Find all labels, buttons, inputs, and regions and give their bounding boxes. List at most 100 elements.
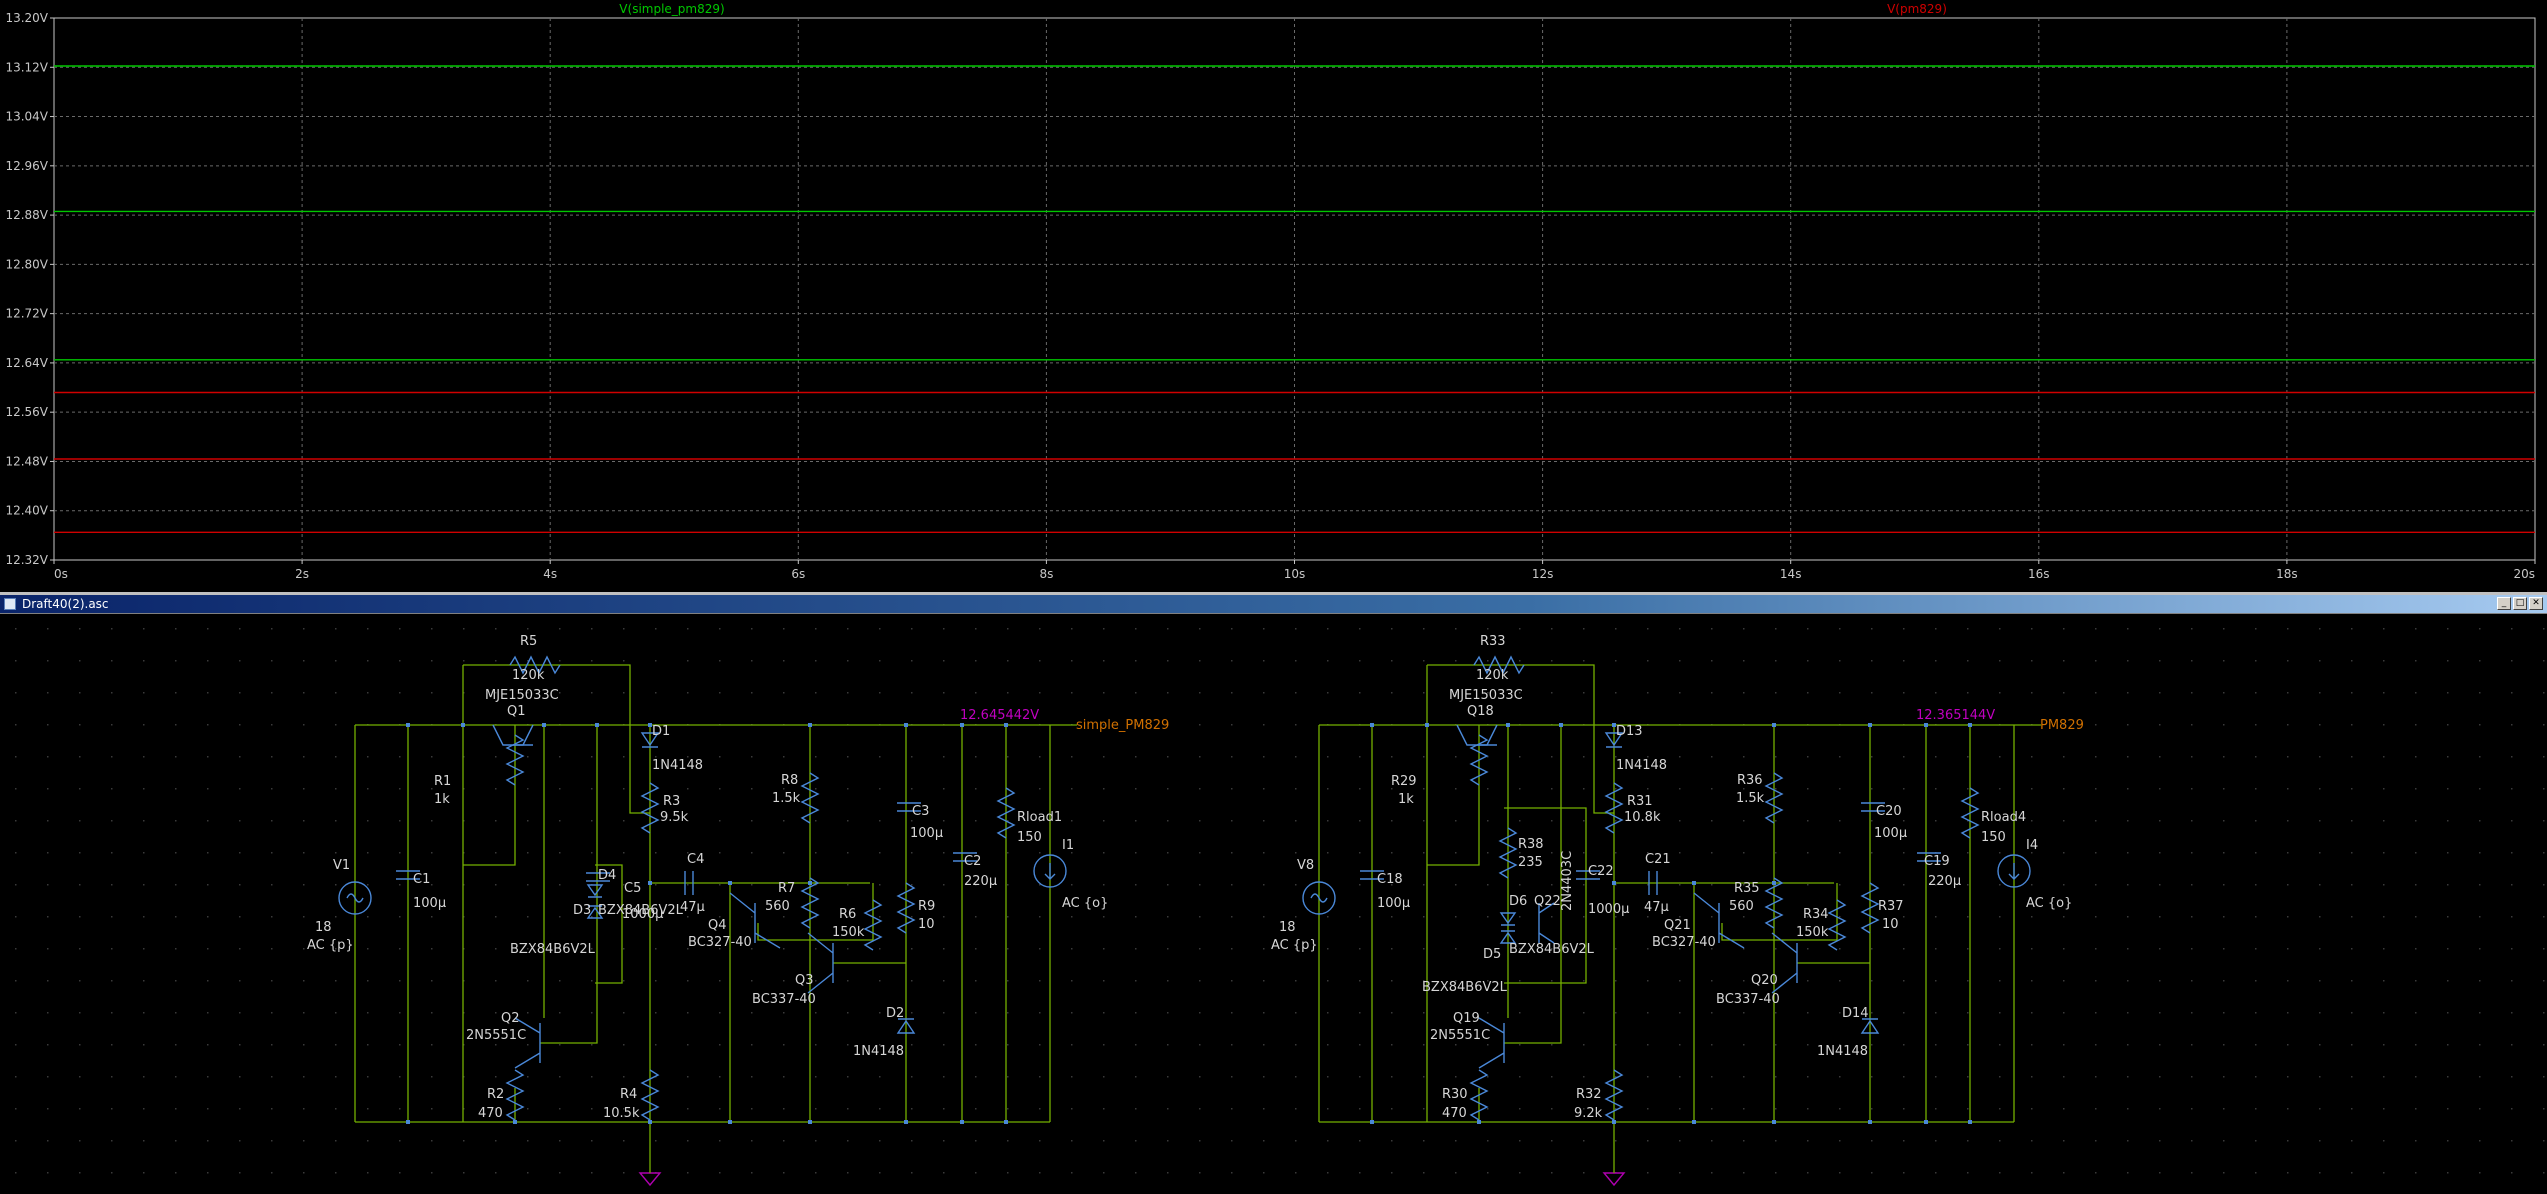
label-c1[interactable]: C1 xyxy=(413,872,430,887)
label-r36[interactable]: R36 xyxy=(1737,773,1763,788)
close-button[interactable]: ✕ xyxy=(2529,597,2543,610)
label-d5-type[interactable]: BZX84B6V2L xyxy=(1422,980,1508,995)
label-r7[interactable]: R7 xyxy=(778,881,795,896)
voltage-label-pm829[interactable]: 12.365144V xyxy=(1916,708,1995,723)
value-c1[interactable]: 100µ xyxy=(413,896,446,911)
value-c2[interactable]: 220µ xyxy=(964,874,997,889)
value-c22[interactable]: 1000µ xyxy=(1588,902,1629,917)
label-v8-ac[interactable]: AC {p} xyxy=(1271,938,1318,953)
label-r32[interactable]: R32 xyxy=(1576,1087,1602,1102)
circuit-pm829[interactable]: R33 120k MJE15033C Q18 R29 1k D13 1N4148… xyxy=(1271,634,2084,1187)
value-r9[interactable]: 10 xyxy=(918,917,935,932)
label-c21[interactable]: C21 xyxy=(1645,852,1671,867)
label-v1[interactable]: V1 xyxy=(333,858,350,873)
value-r35[interactable]: 560 xyxy=(1729,899,1754,914)
label-c4[interactable]: C4 xyxy=(687,852,704,867)
value-r38[interactable]: 235 xyxy=(1518,855,1543,870)
minimize-button[interactable]: _ xyxy=(2497,597,2511,610)
label-c5[interactable]: C5 xyxy=(624,881,641,896)
label-d2[interactable]: D2 xyxy=(886,1006,904,1021)
label-d3[interactable]: D3 xyxy=(573,903,591,918)
label-d5[interactable]: D5 xyxy=(1483,947,1501,962)
value-r30[interactable]: 470 xyxy=(1442,1106,1467,1121)
label-v1-ac[interactable]: AC {p} xyxy=(307,938,354,953)
label-q19-type[interactable]: 2N5551C xyxy=(1430,1028,1490,1043)
value-r3[interactable]: 9.5k xyxy=(660,810,689,825)
value-r32[interactable]: 9.2k xyxy=(1574,1106,1603,1121)
label-q4[interactable]: Q4 xyxy=(708,918,727,933)
net-label-pm829[interactable]: PM829 xyxy=(2040,718,2084,733)
value-r31[interactable]: 10.8k xyxy=(1624,810,1661,825)
label-r31[interactable]: R31 xyxy=(1627,794,1653,809)
label-v8[interactable]: V8 xyxy=(1297,858,1314,873)
schematic-window[interactable]: Draft40(2).asc _ □ ✕ xyxy=(0,595,2547,1194)
schematic-canvas[interactable]: R5 120k MJE15033C Q1 R1 1k D1 1N4148 V1 … xyxy=(0,613,2547,1194)
label-d14[interactable]: D14 xyxy=(1842,1006,1869,1021)
value-r34[interactable]: 150k xyxy=(1796,925,1829,940)
label-d1-type[interactable]: 1N4148 xyxy=(652,758,703,773)
label-d1[interactable]: D1 xyxy=(652,724,670,739)
label-c22[interactable]: C22 xyxy=(1588,864,1614,879)
schematic-title-bar[interactable]: Draft40(2).asc _ □ ✕ xyxy=(0,595,2547,614)
label-d6-type[interactable]: BZX84B6V2L xyxy=(1509,942,1595,957)
label-d4-type[interactable]: BZX84B6V2L xyxy=(598,903,684,918)
label-c20[interactable]: C20 xyxy=(1876,804,1902,819)
label-r34[interactable]: R34 xyxy=(1803,907,1829,922)
label-rload4[interactable]: Rload4 xyxy=(1981,810,2026,825)
value-v8[interactable]: 18 xyxy=(1279,920,1296,935)
value-rload1[interactable]: 150 xyxy=(1017,830,1042,845)
trace-label-simple-pm829[interactable]: V(simple_pm829) xyxy=(619,2,724,16)
label-d6[interactable]: D6 xyxy=(1509,894,1527,909)
value-r36[interactable]: 1.5k xyxy=(1736,791,1765,806)
label-r2[interactable]: R2 xyxy=(487,1087,504,1102)
label-i4-ac[interactable]: AC {o} xyxy=(2026,896,2072,911)
label-r29[interactable]: R29 xyxy=(1391,774,1417,789)
value-c3[interactable]: 100µ xyxy=(910,826,943,841)
label-q1-type[interactable]: MJE15033C xyxy=(485,688,559,703)
label-q22[interactable]: Q22 xyxy=(1534,894,1561,909)
pane-splitter[interactable] xyxy=(0,592,2547,595)
label-r30[interactable]: R30 xyxy=(1442,1087,1468,1102)
label-r3[interactable]: R3 xyxy=(663,794,680,809)
label-d4[interactable]: D4 xyxy=(598,868,616,883)
label-c3[interactable]: C3 xyxy=(912,804,929,819)
value-rload4[interactable]: 150 xyxy=(1981,830,2006,845)
label-r1[interactable]: R1 xyxy=(434,774,451,789)
label-q21-type[interactable]: BC327-40 xyxy=(1652,935,1716,950)
label-i1-ac[interactable]: AC {o} xyxy=(1062,896,1108,911)
label-q1[interactable]: Q1 xyxy=(507,704,526,719)
value-r2[interactable]: 470 xyxy=(478,1106,503,1121)
waveform-plot[interactable]: 13.20V13.12V13.04V12.96V12.88V12.80V12.7… xyxy=(0,0,2547,592)
label-c18[interactable]: C18 xyxy=(1377,872,1403,887)
value-r4[interactable]: 10.5k xyxy=(603,1106,640,1121)
label-q18-type[interactable]: MJE15033C xyxy=(1449,688,1523,703)
maximize-button[interactable]: □ xyxy=(2513,597,2527,610)
label-r38[interactable]: R38 xyxy=(1518,837,1544,852)
circuit-simple-pm829[interactable]: R5 120k MJE15033C Q1 R1 1k D1 1N4148 V1 … xyxy=(307,634,1169,1187)
label-d13[interactable]: D13 xyxy=(1616,724,1643,739)
value-r6[interactable]: 150k xyxy=(832,925,865,940)
label-r35[interactable]: R35 xyxy=(1734,881,1760,896)
label-c19[interactable]: C19 xyxy=(1924,854,1950,869)
label-r37[interactable]: R37 xyxy=(1878,899,1904,914)
trace-label-pm829[interactable]: V(pm829) xyxy=(1887,2,1947,16)
label-q3-type[interactable]: BC337-40 xyxy=(752,992,816,1007)
value-c5[interactable]: 1000µ xyxy=(622,907,663,922)
value-c20[interactable]: 100µ xyxy=(1874,826,1907,841)
value-c21[interactable]: 47µ xyxy=(1644,900,1669,915)
value-r37[interactable]: 10 xyxy=(1882,917,1899,932)
value-r29[interactable]: 1k xyxy=(1398,792,1414,807)
label-q20-type[interactable]: BC337-40 xyxy=(1716,992,1780,1007)
value-c18[interactable]: 100µ xyxy=(1377,896,1410,911)
value-r7[interactable]: 560 xyxy=(765,899,790,914)
label-rload1[interactable]: Rload1 xyxy=(1017,810,1062,825)
voltage-label-simple-pm829[interactable]: 12.645442V xyxy=(960,708,1039,723)
value-r33[interactable]: 120k xyxy=(1476,668,1509,683)
label-i1[interactable]: I1 xyxy=(1062,838,1074,853)
label-i4[interactable]: I4 xyxy=(2026,838,2038,853)
label-c2[interactable]: C2 xyxy=(964,854,981,869)
label-r4[interactable]: R4 xyxy=(620,1087,637,1102)
label-r8[interactable]: R8 xyxy=(781,773,798,788)
value-v1[interactable]: 18 xyxy=(315,920,332,935)
